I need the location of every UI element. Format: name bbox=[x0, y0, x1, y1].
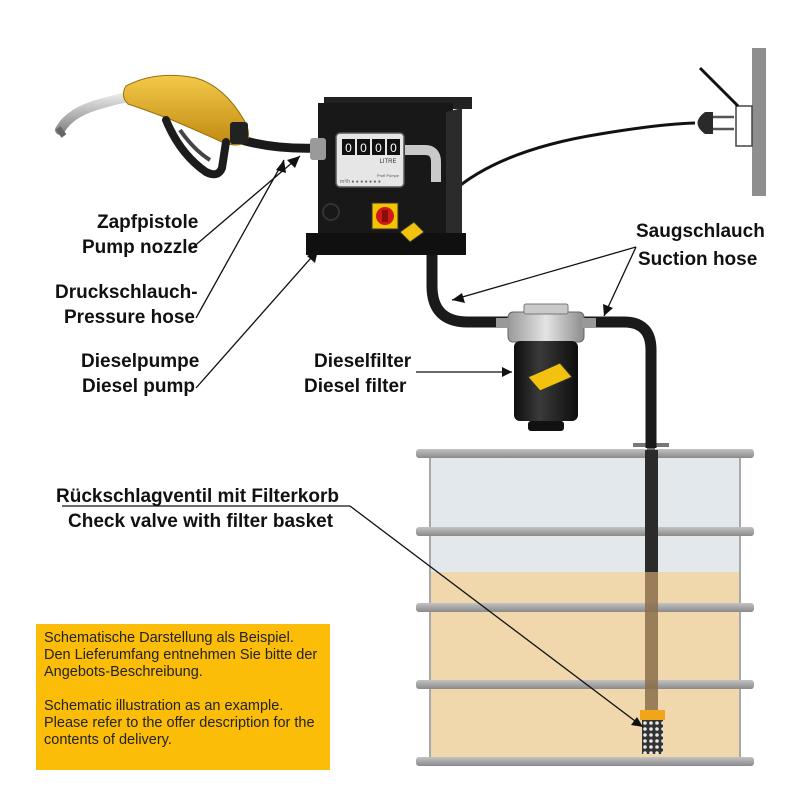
label-suction-hose-en: Suction hose bbox=[638, 249, 758, 270]
svg-text:m³/h ● ● ● ● ● ● ●: m³/h ● ● ● ● ● ● ● bbox=[340, 179, 381, 185]
label-suction-hose-de: Saugschlauch bbox=[636, 221, 765, 242]
pointer-arrowheads bbox=[276, 156, 643, 727]
label-pump-nozzle-en: Pump nozzle bbox=[82, 237, 199, 258]
label-diesel-filter-en: Diesel filter bbox=[304, 376, 407, 397]
storage-tank bbox=[416, 449, 754, 766]
label-pressure-hose-en: Pressure hose bbox=[64, 307, 195, 328]
power-cable bbox=[451, 121, 696, 194]
note-english: Schematic illustration as an example. Pl… bbox=[44, 698, 315, 748]
label-check-valve-de: Rückschlagventil mit Filterkorb bbox=[56, 486, 339, 507]
meter-unit: LITRE bbox=[379, 159, 396, 165]
pump-brand-badge: Profi Pumpe bbox=[377, 173, 400, 178]
label-pump-nozzle-de: Zapfpistole bbox=[97, 212, 199, 233]
meter-digit-1: 0 bbox=[345, 141, 352, 155]
brand-text: Profi Pumpe bbox=[377, 173, 400, 178]
note-german: Schematische Darstellung als Beispiel. D… bbox=[44, 630, 318, 680]
label-check-valve-en: Check valve with filter basket bbox=[68, 511, 334, 532]
suction-hose bbox=[426, 232, 657, 448]
wall-socket bbox=[698, 48, 766, 196]
schematic-note: Schematische Darstellung als Beispiel. D… bbox=[36, 624, 330, 770]
meter-digit-4: 0 bbox=[390, 141, 397, 155]
meter-digit-3: 0 bbox=[375, 141, 382, 155]
pointer-lines bbox=[62, 155, 644, 728]
check-valve-filter-basket bbox=[640, 710, 665, 754]
label-diesel-filter-de: Dieselfilter bbox=[314, 351, 412, 372]
meter-digit-2: 0 bbox=[360, 141, 367, 155]
power-plug bbox=[697, 112, 734, 134]
diesel-filter bbox=[496, 303, 596, 431]
flow-meter-digits: 0 0 0 0 LITRE bbox=[342, 139, 400, 165]
pump-nozzle bbox=[55, 74, 250, 179]
label-diesel-pump-en: Diesel pump bbox=[82, 376, 195, 397]
label-pressure-hose-de: Druckschlauch- bbox=[55, 282, 198, 303]
label-diesel-pump-de: Dieselpumpe bbox=[81, 351, 200, 372]
